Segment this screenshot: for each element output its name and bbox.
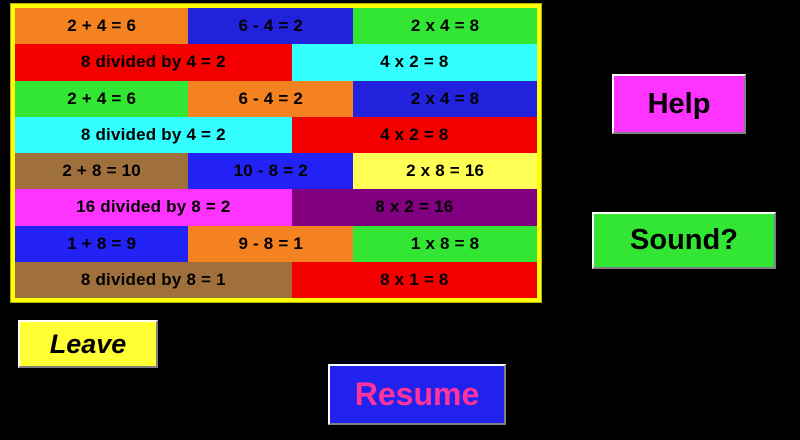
equation-cell-addition[interactable]: 2 + 4 = 6	[15, 8, 189, 45]
equation-cell-addition[interactable]: 2 + 8 = 10	[15, 153, 189, 190]
resume-button[interactable]: Resume	[328, 364, 506, 425]
equation-cell-multiplication[interactable]: 2 x 4 = 8	[353, 80, 537, 117]
equation-cell-addition[interactable]: 1 + 8 = 9	[15, 225, 189, 262]
equation-cell-subtraction[interactable]: 10 - 8 = 2	[188, 153, 354, 190]
equation-cell-multiplication[interactable]: 4 x 2 = 8	[291, 116, 537, 153]
sound-button-label: Sound?	[630, 224, 738, 256]
sound-button[interactable]: Sound?	[592, 212, 776, 269]
equation-cell-division[interactable]: 8 divided by 8 = 1	[15, 261, 292, 298]
help-button[interactable]: Help	[612, 74, 746, 134]
equation-cell-division[interactable]: 8 divided by 4 = 2	[15, 44, 292, 81]
equation-cell-multiplication[interactable]: 8 x 1 = 8	[291, 261, 537, 298]
equation-cell-multiplication[interactable]: 4 x 2 = 8	[291, 44, 537, 81]
equation-cell-multiplication[interactable]: 2 x 8 = 16	[353, 153, 537, 190]
equation-cell-subtraction[interactable]: 9 - 8 = 1	[188, 225, 354, 262]
equation-cell-addition[interactable]: 2 + 4 = 6	[15, 80, 189, 117]
equation-cell-division[interactable]: 8 divided by 4 = 2	[15, 116, 292, 153]
leave-button-label: Leave	[49, 328, 127, 359]
equation-cell-subtraction[interactable]: 6 - 4 = 2	[188, 80, 354, 117]
equation-cell-multiplication[interactable]: 1 x 8 = 8	[353, 225, 537, 262]
equation-cell-multiplication[interactable]: 8 x 2 = 16	[291, 189, 537, 226]
equation-cell-division[interactable]: 16 divided by 8 = 2	[15, 189, 292, 226]
leave-button[interactable]: Leave	[18, 320, 158, 368]
resume-button-label: Resume	[354, 376, 480, 412]
equation-cell-multiplication[interactable]: 2 x 4 = 8	[353, 8, 537, 45]
help-button-label: Help	[647, 87, 711, 120]
equation-cell-subtraction[interactable]: 6 - 4 = 2	[188, 8, 354, 45]
